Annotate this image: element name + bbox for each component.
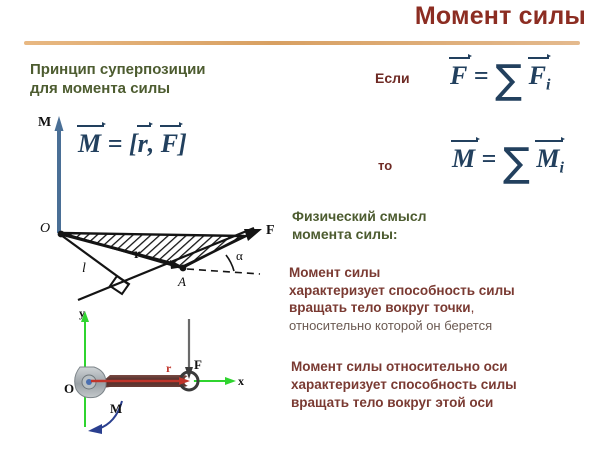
page-title: Момент силы [414,2,586,30]
formula-moment-cross-product: M = [r, F] [76,121,187,159]
label-angle-alpha: α [236,248,243,263]
label-radius-r-wrench: r [166,361,172,375]
label-x-axis: x [238,374,244,388]
force-line-of-action [77,226,255,302]
axis-statement-text: Момент силы относительно оси характеризу… [291,358,597,412]
axis-statement-line-3: вращать тело вокруг этой оси [291,395,494,410]
superposition-heading: Принцип суперпозиции для момента силы [30,60,292,98]
label-force-f: F [266,223,275,238]
meaning-line-3: вращать тело вокруг точки [289,300,471,315]
point-o-marker [57,230,65,238]
meaning-line-3-comma: , [470,300,475,315]
label-radius-r: r [134,247,140,262]
physical-meaning-heading-line-1: Физический смысл [292,208,427,224]
torque-vector-diagram: M O r F A l α [22,108,282,308]
physical-meaning-heading-line-2: момента силы: [292,226,398,242]
label-origin-o-wrench: O [64,381,74,396]
force-vector-arrow [181,229,262,269]
wrench-torque-diagram: y x O M r F [58,305,248,437]
label-lever-arm-l: l [82,261,86,276]
meaning-line-1: Момент силы [289,265,381,280]
radius-vector-wrench [91,377,190,385]
if-word: Если [375,70,410,86]
then-word: то [378,158,393,173]
torque-vector-svg: M O r F A l α [38,115,275,302]
superposition-heading-line-2: для момента силы [30,80,171,97]
label-force-f-wrench: F [194,357,202,372]
physical-meaning-text: Момент силы характеризует способность си… [289,264,594,334]
title-underline-rule [24,41,580,45]
axis-statement-line-1: Момент силы относительно оси [291,359,508,374]
axis-statement-line-2: характеризует способность силы [291,377,517,392]
label-moment-m: M [38,115,51,130]
meaning-line-4-plain: относительно которой он берется [289,317,493,333]
label-y-axis: y [79,306,85,320]
label-moment-m-wrench: M [110,401,122,416]
force-vector-wrench [185,319,193,379]
angle-alpha-arc [225,254,235,272]
angle-reference-dashed-line [186,268,261,275]
label-point-a: A [177,274,186,289]
superposition-heading-line-1: Принцип суперпозиции [30,61,206,78]
moment-rotation-arrow [88,400,123,434]
wrench-torque-svg: y x O M r F [64,306,244,434]
physical-meaning-heading: Физический смысл момента силы: [292,207,592,243]
label-origin-o: O [40,221,50,236]
point-a-marker [179,264,187,272]
moment-vector-arrow [54,116,64,233]
meaning-line-2: характеризует способность силы [289,282,515,298]
right-angle-marker [108,274,131,296]
